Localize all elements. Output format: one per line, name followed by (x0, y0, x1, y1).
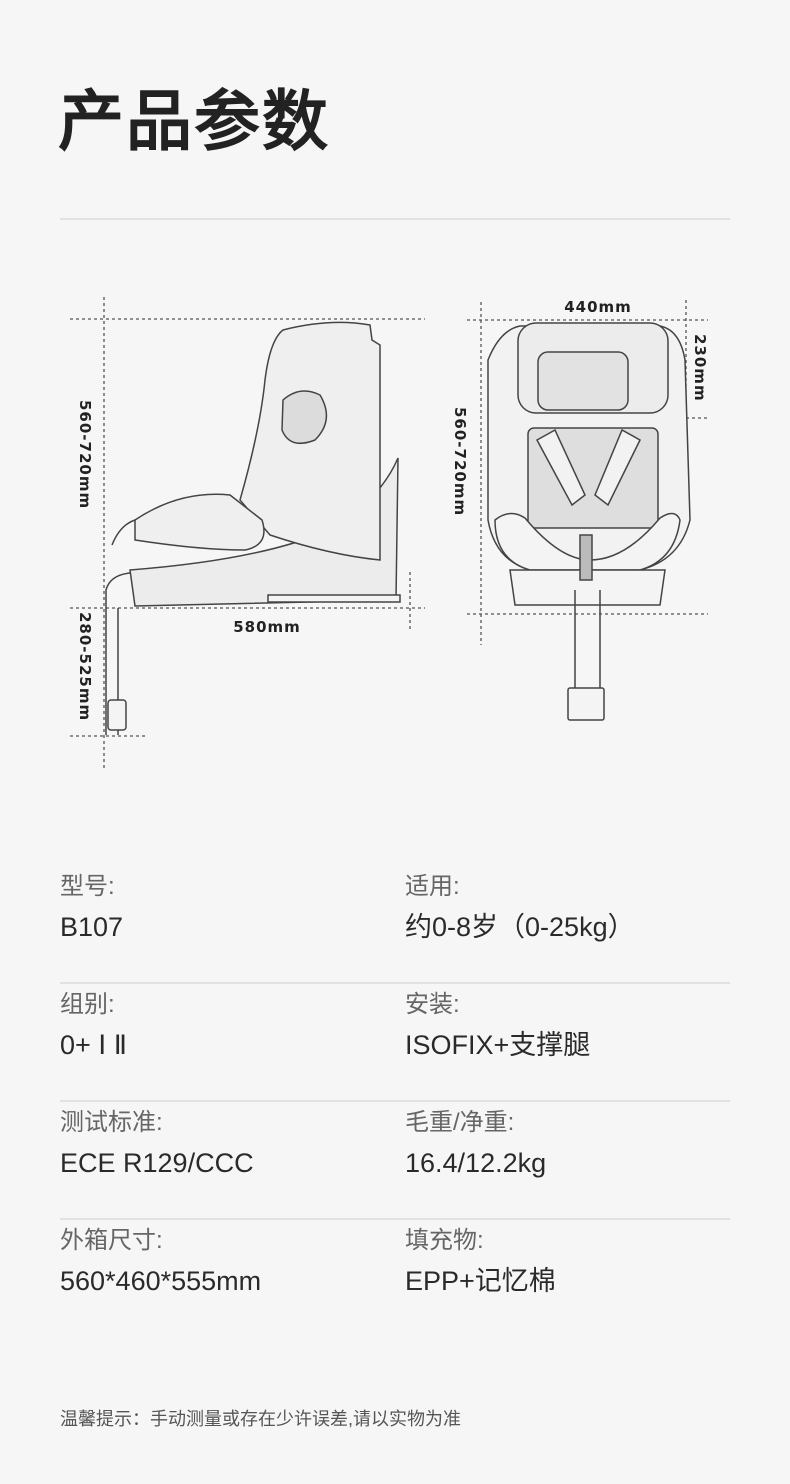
dim-leg-length: 280-525mm (76, 612, 94, 721)
spec-value: ECE R129/CCC (60, 1148, 254, 1178)
spec-row: 外箱尺寸: 560*460*555mm 填充物: EPP+记忆棉 (60, 1220, 730, 1338)
spec-row: 测试标准: ECE R129/CCC 毛重/净重: 16.4/12.2kg (60, 1102, 730, 1220)
spec-label: 安装: (405, 991, 460, 1018)
spec-label: 组别: (60, 991, 115, 1018)
dim-front-width: 440mm (564, 298, 632, 316)
spec-label: 测试标准: (60, 1109, 163, 1136)
spec-label: 毛重/净重: (405, 1109, 515, 1136)
spec-label: 外箱尺寸: (60, 1227, 163, 1254)
spec-label: 填充物: (405, 1227, 484, 1254)
spec-value: 约0-8岁（0-25kg） (405, 912, 635, 942)
spec-value: B107 (60, 912, 124, 942)
spec-row: 组别: 0+ Ⅰ Ⅱ 安装: ISOFIX+支撑腿 (60, 984, 730, 1102)
dim-side-depth: 580mm (233, 618, 301, 636)
dim-front-height: 560-720mm (451, 407, 469, 516)
spec-label: 适用: (405, 873, 460, 900)
measurement-note: 温馨提示：手动测量或存在少许误差,请以实物为准 (60, 1409, 461, 1429)
spec-value: 560*460*555mm (60, 1266, 262, 1296)
page-title: 产品参数 (58, 84, 330, 158)
dimension-diagram: 580mm 560-720mm 280-525mm 440mm 560-720m… (70, 297, 709, 770)
spec-value: 0+ Ⅰ Ⅱ (60, 1030, 128, 1060)
spec-table: 型号: B107 适用: 约0-8岁（0-25kg） 组别: 0+ Ⅰ Ⅱ 安装: IS… (60, 866, 730, 1338)
spec-value: ISOFIX+支撑腿 (405, 1030, 591, 1060)
dim-side-height: 560-720mm (76, 400, 94, 509)
dim-headrest-height: 230mm (691, 334, 709, 402)
side-view-seat-illustration (105, 321, 401, 735)
front-view-seat-illustration (487, 322, 691, 721)
divider (60, 218, 730, 220)
spec-value: 16.4/12.2kg (405, 1148, 547, 1178)
spec-label: 型号: (60, 873, 115, 900)
spec-value: EPP+记忆棉 (405, 1266, 556, 1296)
spec-row: 型号: B107 适用: 约0-8岁（0-25kg） (60, 866, 730, 984)
